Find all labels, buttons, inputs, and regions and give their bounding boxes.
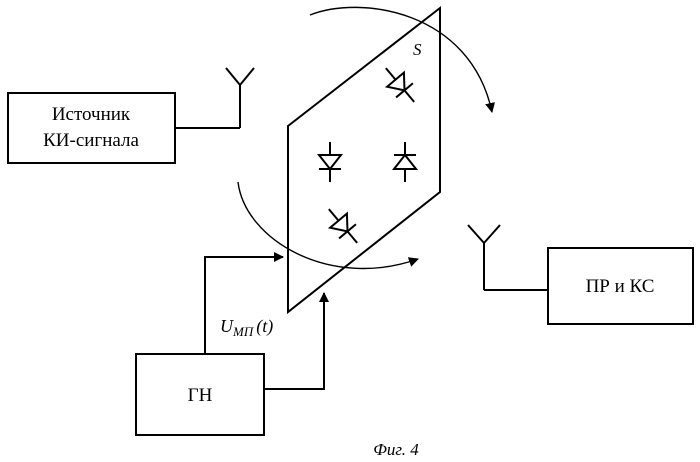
source-label-line2: КИ-сигнала — [43, 130, 139, 151]
surface-label: S — [413, 40, 422, 59]
source-antenna-icon — [175, 68, 254, 128]
control-wire-top — [205, 257, 283, 354]
source-label-line1: Источник — [52, 104, 131, 125]
generator-label: ГН — [188, 385, 213, 406]
figure-caption: Фиг. 4 — [373, 440, 419, 459]
signal-source-block: Источник КИ-сигнала — [8, 93, 175, 163]
voltage-label: UМП(t) — [220, 316, 273, 339]
receiver-block: ПР и КС — [548, 248, 693, 324]
receiver-label: ПР и КС — [586, 276, 655, 297]
receiver-antenna-icon — [468, 225, 548, 290]
generator-block: ГН — [136, 354, 264, 435]
